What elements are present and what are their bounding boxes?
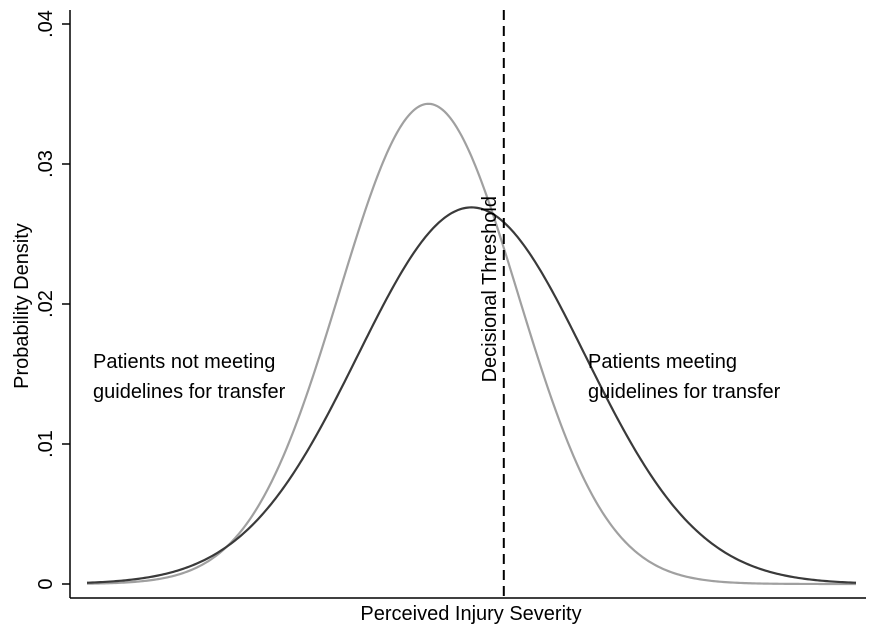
annotation-not-meeting-guidelines: Patients not meeting guidelines for tran…: [93, 351, 286, 403]
annotation-line: guidelines for transfer: [588, 381, 781, 403]
density-curves: [86, 102, 857, 586]
y-tick-label: .01: [35, 430, 57, 458]
annotation-line: guidelines for transfer: [93, 381, 286, 403]
density-curve: [86, 102, 857, 586]
y-tick-label: .03: [35, 150, 57, 178]
annotation-meeting-guidelines: Patients meeting guidelines for transfer: [588, 351, 781, 403]
decisional-threshold-label: Decisional Threshold: [479, 196, 501, 382]
y-axis-ticks: 0 .01 .02 .03 .04: [35, 10, 70, 590]
y-tick-label: .04: [35, 10, 57, 38]
y-tick-label: 0: [35, 578, 57, 589]
y-axis-label: Probability Density: [11, 223, 33, 389]
density-curve: [86, 206, 857, 584]
annotation-line: Patients not meeting: [93, 351, 275, 373]
x-axis-label: Perceived Injury Severity: [360, 603, 581, 625]
y-tick-label: .02: [35, 290, 57, 318]
annotation-line: Patients meeting: [588, 351, 737, 373]
